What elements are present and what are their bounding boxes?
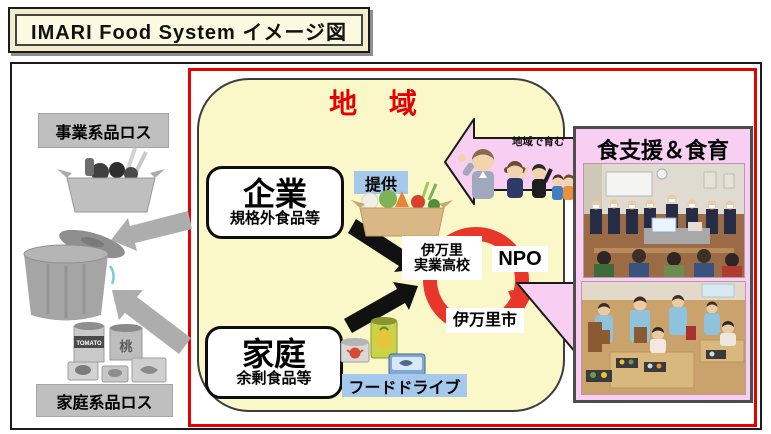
audience-kids (594, 249, 742, 277)
household-box-sub: 余剰食品等 (236, 370, 312, 388)
canned-food-color-icon (340, 317, 426, 377)
company-box: 企業 規格外食品等 (206, 166, 344, 239)
canned-food-gray-icon: TOMATO 桃 (67, 322, 167, 383)
page-title: IMARI Food System イメージ図 (31, 21, 347, 44)
gray-can-tomato-text: TOMATO (76, 341, 102, 347)
household-loss-label: 家庭系品ロス (36, 384, 173, 417)
vegetables-box-icon (351, 181, 453, 237)
cycle-school-line2: 実業高校 (414, 257, 470, 273)
company-box-main: 企業 (242, 175, 307, 212)
support-panel: 食支援＆食育 (573, 126, 753, 403)
cycle-school-line1: 伊万里 (421, 241, 463, 258)
trash-bin-icon (23, 229, 125, 321)
servers-blue-shirts (595, 295, 720, 344)
cycle-label-city: 伊万里市 (446, 308, 524, 333)
support-panel-title: 食支援＆食育 (596, 138, 729, 163)
food-waste-box-icon (57, 147, 165, 213)
household-box-main: 家庭 (241, 335, 306, 372)
community-region-title: 地 域 (329, 88, 429, 119)
cycle-label-school: 伊万里 実業高校 (402, 236, 482, 280)
company-box-sub: 規格外食品等 (229, 210, 320, 228)
business-loss-label: 事業系品ロス (38, 113, 169, 148)
children-eating (650, 321, 736, 353)
cycle-label-npo: NPO (492, 246, 548, 272)
food-drive-label: フードドライブ (342, 374, 467, 397)
food-trays (586, 350, 726, 382)
community-arrow-caption: 地域で育む (512, 136, 565, 148)
title-box: IMARI Food System イメージ図 (8, 7, 370, 53)
gray-can-peach-text: 桃 (119, 339, 132, 354)
household-box: 家庭 余剰食品等 (205, 326, 343, 399)
classroom-presentation-photo (583, 163, 745, 278)
lunch-serving-photo (581, 281, 746, 395)
community-people-illustration (458, 149, 573, 200)
provide-label: 提供 (354, 171, 408, 194)
